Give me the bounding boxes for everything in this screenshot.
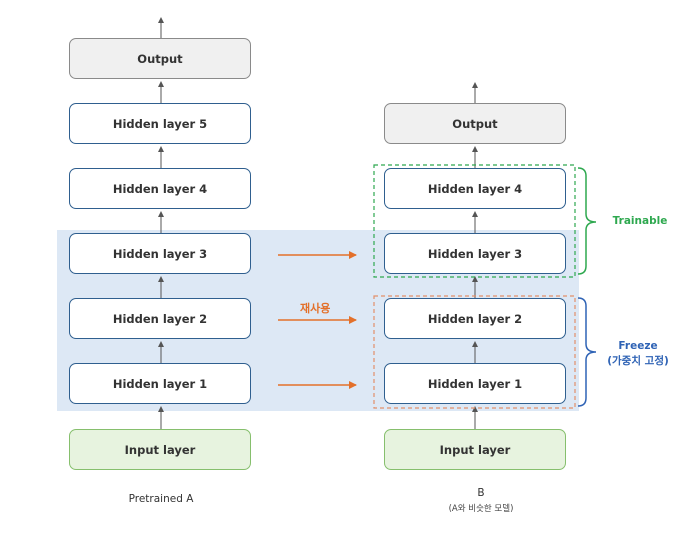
freeze-bracket bbox=[577, 297, 597, 407]
a-hidden-layer-5-label: Hidden layer 5 bbox=[112, 116, 208, 131]
freeze-label: Freeze bbox=[618, 340, 658, 352]
b-hidden-layer-3-label: Hidden layer 3 bbox=[427, 246, 523, 261]
a-caption: Pretrained A bbox=[128, 493, 194, 505]
freeze-sublabel: (가중치 고정) bbox=[607, 355, 669, 367]
a-output-box: Output bbox=[69, 38, 251, 79]
b-output-label: Output bbox=[452, 116, 498, 131]
a-input-box: Input layer bbox=[69, 429, 251, 470]
b-hidden-layer-1-label: Hidden layer 1 bbox=[427, 376, 523, 391]
trainable-label: Trainable bbox=[612, 215, 668, 227]
a-hidden-layer-2-label: Hidden layer 2 bbox=[112, 311, 208, 326]
a-input-label: Input layer bbox=[124, 442, 196, 457]
a-hidden-layer-3-box: Hidden layer 3 bbox=[69, 233, 251, 274]
a-hidden-layer-5-box: Hidden layer 5 bbox=[69, 103, 251, 144]
b-input-box: Input layer bbox=[384, 429, 566, 470]
b-hidden-layer-1-box: Hidden layer 1 bbox=[384, 363, 566, 404]
trainable-group-box bbox=[373, 164, 576, 278]
a-hidden-layer-4-label: Hidden layer 4 bbox=[112, 181, 208, 196]
b-hidden-layer-4-label: Hidden layer 4 bbox=[427, 181, 523, 196]
b-caption: B bbox=[477, 487, 485, 499]
freeze-group-box bbox=[373, 295, 576, 409]
a-hidden-layer-1-box: Hidden layer 1 bbox=[69, 363, 251, 404]
trainable-bracket bbox=[577, 167, 597, 275]
b-subcaption: (A와 비슷한 모델) bbox=[448, 504, 514, 514]
a-hidden-layer-3-label: Hidden layer 3 bbox=[112, 246, 208, 261]
a-hidden-layer-2-box: Hidden layer 2 bbox=[69, 298, 251, 339]
b-hidden-layer-2-label: Hidden layer 2 bbox=[427, 311, 523, 326]
b-output-box: Output bbox=[384, 103, 566, 144]
reuse-label: 재사용 bbox=[300, 302, 331, 315]
b-hidden-layer-2-box: Hidden layer 2 bbox=[384, 298, 566, 339]
a-hidden-layer-4-box: Hidden layer 4 bbox=[69, 168, 251, 209]
a-hidden-layer-1-label: Hidden layer 1 bbox=[112, 376, 208, 391]
b-input-label: Input layer bbox=[439, 442, 511, 457]
a-output-label: Output bbox=[137, 51, 183, 66]
b-hidden-layer-4-box: Hidden layer 4 bbox=[384, 168, 566, 209]
b-hidden-layer-3-box: Hidden layer 3 bbox=[384, 233, 566, 274]
